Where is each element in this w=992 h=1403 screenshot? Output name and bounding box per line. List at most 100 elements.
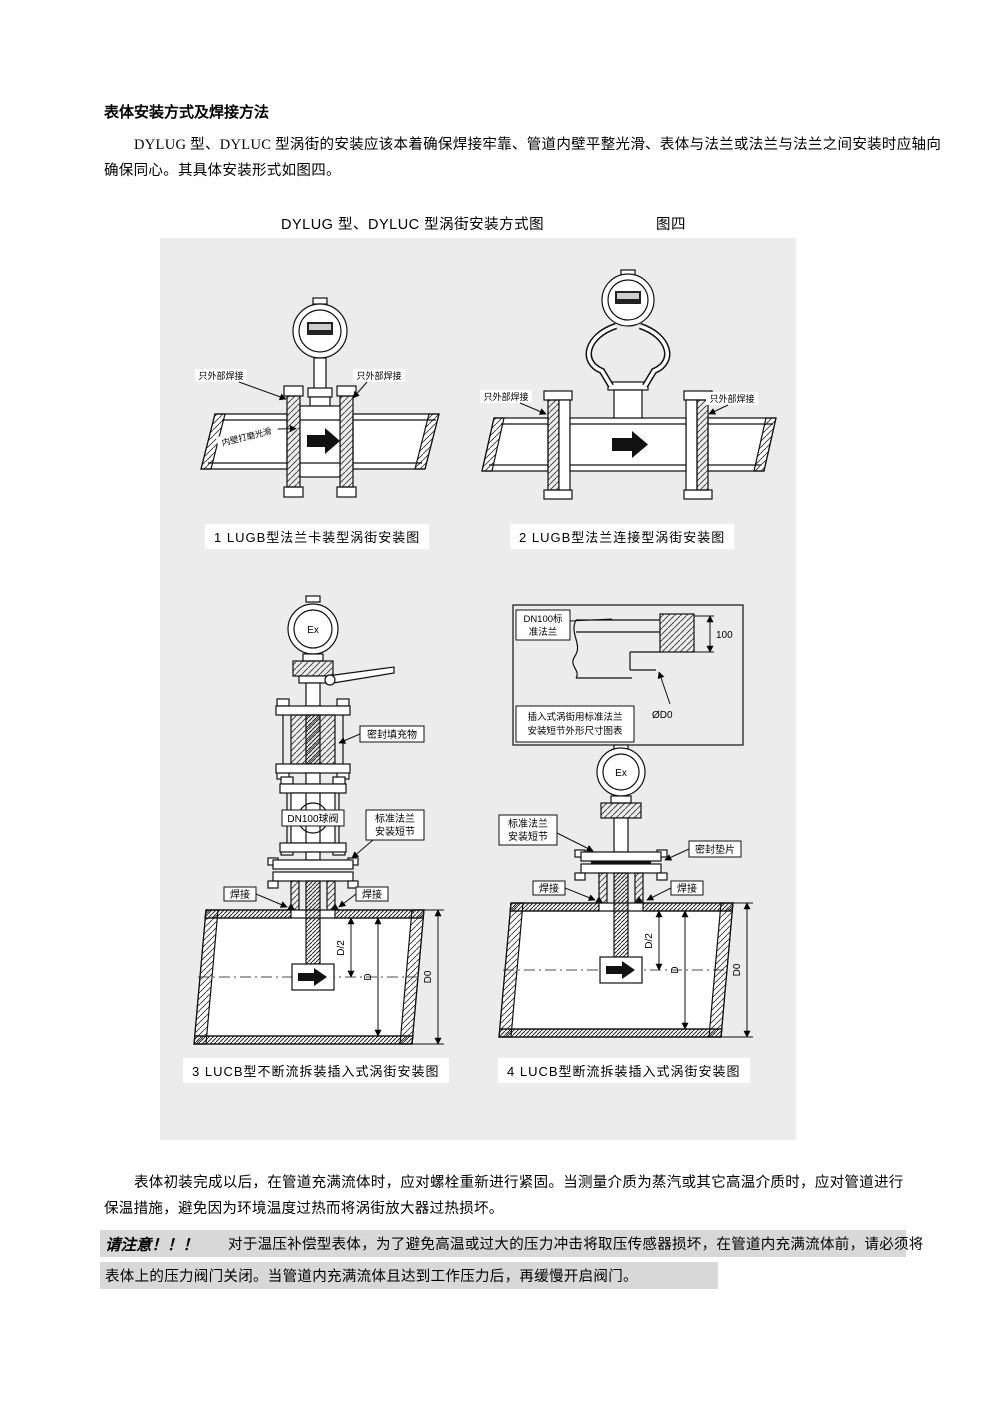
remote-mount-tubes (585, 322, 671, 388)
std-flange-text-2: 安装短节 (508, 830, 548, 843)
collar (298, 675, 328, 684)
amplifier-housing (600, 802, 642, 819)
seal-packing-label: 密封填充物 (338, 725, 425, 744)
std-flange-text-1: 标准法兰 (508, 817, 548, 830)
weld-left-label: 只外部焊接 (483, 391, 528, 402)
weld-label-right: 焊接 (338, 886, 389, 908)
dim-half-text: D/2 (644, 933, 655, 949)
flange-label-text-1: DN100标 (523, 613, 563, 625)
closing-line-1: 表体初装完成以后，在管道充满流体时，应对螺栓重新进行紧固。当测量介质为蒸汽或其它… (134, 1175, 904, 1191)
notice-line-1: 请注意！！！ 对于温压补偿型表体，为了避免高温或过大的压力冲击将取压传感器损坏，… (100, 1230, 923, 1257)
dimensions: D/2 D D0 (644, 902, 753, 1038)
intro-line-1: DYLUG 型、DYLUC 型涡街的安装应该本着确保焊接牢靠、管道内壁平整光滑、… (134, 137, 942, 153)
weld-label-left: 只外部焊接 (480, 390, 547, 415)
flow-arrow-icon (298, 968, 327, 986)
weld-left-text: 焊接 (230, 888, 250, 901)
seal-gasket-text: 密封垫片 (695, 843, 735, 856)
weld-label-right: 只外部焊接 (352, 369, 405, 399)
weld-label-left: 只外部焊接 (195, 369, 287, 401)
diagram-1-caption: 1 LUGB型法兰卡装型涡街安装图 (205, 524, 430, 549)
diagram-1-drawing: 只外部焊接 只外部焊接 内壁打磨光滑 (195, 297, 440, 498)
detail-caption-text-2: 安装短节外形尺寸图表 (527, 725, 623, 737)
pipe-left (481, 417, 549, 472)
flow-arrow-icon (612, 431, 648, 458)
std-flange-label: 标准法兰 安装短节 (351, 809, 425, 859)
detail-caption-box: 插入式涡街用标准法兰 安装短节外形尺寸图表 (515, 705, 635, 743)
transmitter-head (292, 297, 348, 359)
dim-do-text: ØD0 (652, 710, 673, 721)
dim-do-text: D0 (732, 963, 743, 976)
flow-arrow-icon (307, 428, 340, 454)
weld-right-text: 焊接 (677, 882, 697, 895)
section-heading: 表体安装方式及焊接方法 (104, 105, 270, 121)
retract-handle (324, 666, 395, 686)
notice-line-2: 表体上的压力阀门关闭。当管道内充满流体且达到工作压力后，再缓慢开启阀门。 (100, 1262, 718, 1289)
dim-100-text: 100 (716, 630, 733, 641)
detail-box-drawing: DN100标 准法兰 1 (512, 604, 744, 746)
std-flange-text-2: 安装短节 (375, 825, 415, 838)
dim-half-text: D/2 (336, 940, 347, 956)
weld-left-text: 焊接 (539, 882, 559, 895)
ball-valve-label: DN100球阀 (281, 809, 345, 827)
packing-gland (275, 698, 351, 780)
nipple-section (572, 613, 695, 679)
weld-label-right: 只外部焊接 (706, 392, 758, 415)
ex-mark: Ex (307, 625, 319, 636)
dim-do-text: D0 (423, 970, 434, 983)
std-flange-text-1: 标准法兰 (375, 812, 415, 825)
transmitter-head: Ex (287, 595, 339, 655)
figure-number: 图四 (656, 217, 686, 233)
stem-connector (305, 772, 321, 785)
weld-label-left: 焊接 (223, 886, 288, 908)
stem-connector-2 (305, 851, 321, 861)
seal-packing-text: 密封填充物 (367, 728, 417, 741)
notice-text-2: 表体上的压力阀门关闭。当管道内充满流体且达到工作压力后，再缓慢开启阀门。 (105, 1269, 638, 1285)
head-neck (610, 795, 632, 804)
diagram-4-caption: 4 LUCB型断流拆装插入式涡街安装图 (498, 1058, 750, 1083)
mounting-flange (267, 857, 359, 889)
dim-d-text: D (363, 973, 374, 980)
flange-label-text-2: 准法兰 (529, 626, 558, 638)
std-flange-label: 标准法兰 安装短节 (498, 814, 594, 852)
probe-stem-upper (613, 817, 629, 853)
meter-neck (307, 357, 333, 407)
head-neck (302, 653, 324, 662)
closing-line-2: 保温措施，避免因为环境温度过热而将涡街放大器过热损坏。 (104, 1201, 504, 1217)
figure-panel: 只外部焊接 只外部焊接 内壁打磨光滑 (160, 238, 796, 1140)
diagram-3-drawing: Ex (193, 595, 444, 1045)
insertion-probe (599, 872, 643, 984)
weld-right-text: 焊接 (362, 888, 382, 901)
amplifier-housing (292, 660, 334, 677)
dim-d-text: D (670, 966, 681, 973)
flow-arrow-icon (606, 961, 635, 979)
probe-stem-upper (305, 682, 321, 707)
ex-mark: Ex (615, 768, 627, 779)
notice-label: 请注意！！！ (105, 1236, 199, 1254)
weld-right-label: 只外部焊接 (709, 393, 754, 404)
weld-label-right: 焊接 (646, 880, 704, 901)
pipe-right (707, 417, 777, 472)
bolted-flanges (543, 390, 713, 500)
intro-line-2: 确保同心。其具体安装形式如图四。 (104, 163, 341, 179)
pipe-right (352, 413, 440, 470)
meter-tube (569, 381, 687, 472)
weld-left-label: 只外部焊接 (198, 370, 243, 381)
transmitter-head: Ex (596, 744, 646, 797)
weld-label-left: 焊接 (532, 880, 596, 901)
diagram-3-caption: 3 LUCB型不断流拆装插入式涡街安装图 (183, 1058, 449, 1083)
dim-100: 100 (694, 615, 733, 653)
notice-text-1: 对于温压补偿型表体，为了避免高温或过大的压力冲击将取压传感器损坏，在管道内充满流… (228, 1237, 924, 1253)
ball-valve-text: DN100球阀 (287, 812, 338, 825)
flange-label: DN100标 准法兰 (515, 609, 613, 641)
insertion-probe (291, 880, 335, 991)
diagram-2-caption: 2 LUGB型法兰连接型涡街安装图 (510, 524, 735, 549)
dim-do: ØD0 (652, 671, 673, 721)
weld-right-label: 只外部焊接 (356, 370, 401, 381)
dimensions: D/2 D D0 (336, 909, 444, 1045)
figure-title: DYLUG 型、DYLUC 型涡街安装方式图 (281, 217, 545, 233)
transmitter-head (601, 269, 655, 327)
diagram-4-drawing: Ex 标准法兰 安装短节 密封垫片 (498, 744, 753, 1038)
detail-caption-text-1: 插入式涡街用标准法兰 (527, 711, 622, 723)
diagram-2-drawing: 只外部焊接 只外部焊接 (480, 269, 777, 500)
